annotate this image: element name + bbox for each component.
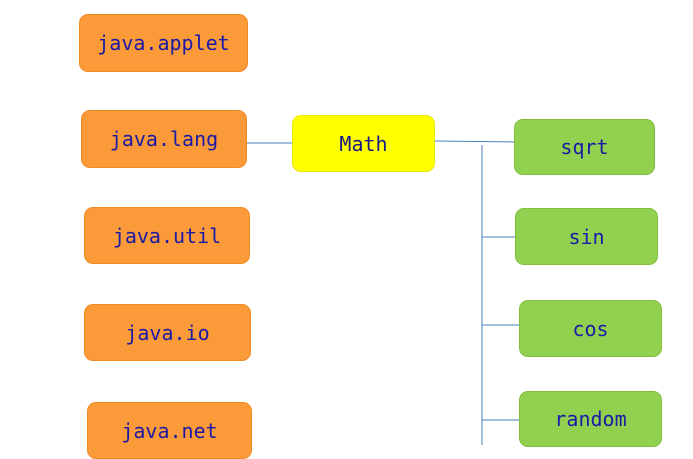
package-label: java.applet [97,31,230,55]
class-label: Math [339,131,388,156]
connector-lines [247,140,519,445]
method-node-random[interactable]: random [519,391,662,447]
package-node-java-net[interactable]: java.net [87,402,252,459]
package-label: java.io [125,320,210,345]
package-label: java.net [121,418,218,443]
package-label: java.util [112,223,222,248]
method-node-sqrt[interactable]: sqrt [514,119,655,175]
package-node-java-io[interactable]: java.io [84,304,251,361]
method-label: random [554,407,627,431]
method-label: cos [572,316,609,341]
method-node-sin[interactable]: sin [515,208,658,265]
package-diagram: java.applet java.lang java.util java.io … [79,14,662,459]
package-node-java-applet[interactable]: java.applet [79,14,248,72]
package-node-java-lang[interactable]: java.lang [81,110,247,168]
connector-math-to-sqrt [434,140,515,143]
method-node-cos[interactable]: cos [519,300,662,357]
class-node-math[interactable]: Math [292,115,435,172]
method-label: sqrt [560,135,609,159]
package-label: java.lang [109,127,219,151]
package-node-java-util[interactable]: java.util [84,207,250,264]
method-label: sin [568,224,605,249]
